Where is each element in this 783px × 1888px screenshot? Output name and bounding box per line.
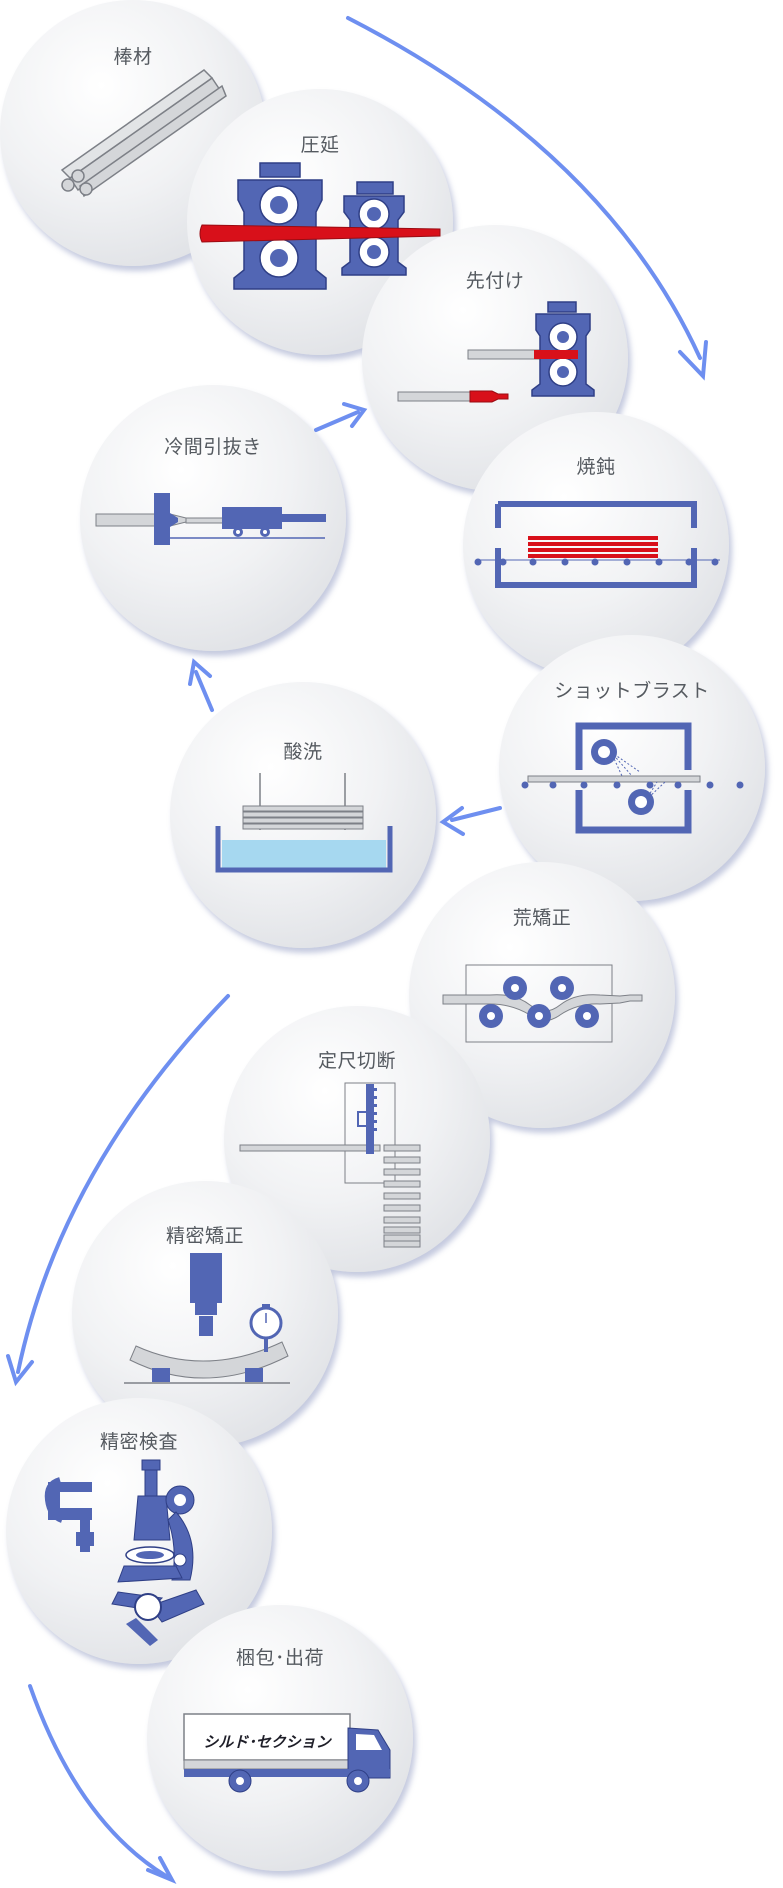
step-label-rolling: 圧延: [300, 134, 340, 156]
arrow-shotblast-to-pickling-head: [439, 806, 465, 836]
truck-icon: シルド･セクション: [183, 1713, 391, 1793]
step-label-bar-stock: 棒材: [113, 46, 153, 68]
arrow-left-descending-head: [6, 1354, 34, 1387]
step-label-cold-drawing: 冷間引抜き: [164, 436, 262, 458]
annealing-furnace-icon: [474, 501, 720, 588]
truck-brand-text: シルド･セクション: [203, 1733, 333, 1751]
step-label-annealing: 焼鈍: [576, 456, 616, 478]
circle-cut-to-length: [224, 1006, 490, 1272]
arrow-left-descending: [16, 994, 230, 1374]
pointing-machine-icon: [397, 301, 595, 403]
step-label-pointing: 先付け: [465, 270, 525, 292]
rolling-mill-icon: [199, 162, 441, 290]
precision-inspection-icon: [44, 1459, 205, 1646]
pickling-tank-icon: [215, 773, 393, 873]
step-label-pickling: 酸洗: [283, 741, 323, 763]
shot-blast-icon: [521, 722, 744, 834]
arrow-bottom: [28, 1684, 168, 1878]
rough-straightening-icon: [442, 964, 643, 1043]
precision-straightening-icon: [124, 1253, 290, 1384]
cold-drawing-icon: [95, 493, 326, 545]
arrow-pickling-to-drawing: [194, 670, 214, 712]
bar-stock-icon: [60, 69, 227, 198]
arrow-pickling-to-drawing-head: [188, 658, 212, 686]
arrow-drawing-to-pointing-head: [342, 402, 368, 428]
step-label-shipping: 梱包･出荷: [235, 1647, 324, 1669]
step-label-precision-inspection: 精密検査: [99, 1431, 178, 1453]
arrow-top-right: [346, 16, 702, 360]
step-circles: [0, 0, 765, 1871]
circle-rough-straightening: [409, 862, 675, 1128]
step-label-rough-straightening: 荒矯正: [512, 907, 572, 929]
arrow-bottom-head: [146, 1856, 177, 1885]
step-label-shot-blast: ショットブラスト: [554, 680, 710, 702]
circle-shot-blast: [499, 635, 765, 901]
cut-to-length-icon: [239, 1082, 421, 1248]
arrow-shotblast-to-pickling: [450, 806, 502, 822]
arrow-top-right-head: [678, 340, 708, 381]
arrow-drawing-to-pointing: [314, 410, 360, 432]
flow-arrows: [6, 16, 708, 1885]
step-label-precision-straightening: 精密矯正: [165, 1225, 244, 1247]
step-label-cut-to-length: 定尺切断: [317, 1050, 396, 1072]
